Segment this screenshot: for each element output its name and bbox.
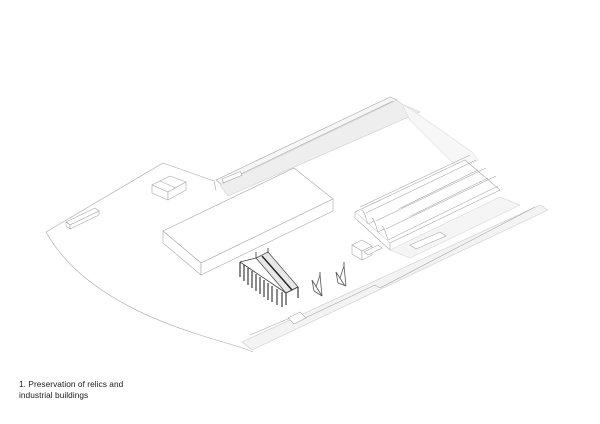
- waterfront-edge: [241, 204, 549, 351]
- site-boundary: [45, 162, 254, 353]
- figure-caption: 1. Preservation of relics and industrial…: [19, 379, 123, 401]
- ground-plane: [401, 103, 479, 171]
- caption-line-1: 1. Preservation of relics and: [19, 379, 124, 389]
- crane-right: [335, 262, 347, 287]
- small-annex: [351, 239, 383, 261]
- rail-strip: [215, 96, 421, 197]
- cranes: [311, 262, 347, 297]
- crane-left: [311, 272, 323, 297]
- gantry-structure: [239, 248, 299, 307]
- small-bench: [65, 207, 100, 230]
- main-block: [162, 167, 334, 276]
- small-pavilion: [151, 175, 187, 201]
- caption-line-2: industrial buildings: [19, 390, 89, 400]
- sawtooth-sheds: [354, 154, 521, 259]
